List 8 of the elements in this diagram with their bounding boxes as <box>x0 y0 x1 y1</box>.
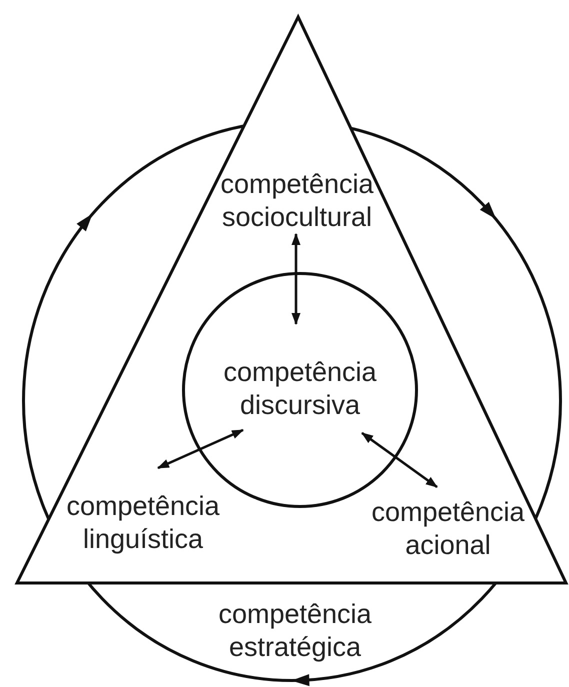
double-arrow <box>292 233 300 325</box>
concept-label: competência sociocultural <box>219 168 375 234</box>
concept-label: competência acional <box>370 496 526 562</box>
concept-label: competência discursiva <box>222 356 378 422</box>
concept-label: competência linguística <box>65 490 221 556</box>
concept-label: competência estratégica <box>217 598 373 664</box>
double-arrow <box>157 428 244 470</box>
double-arrow <box>361 432 438 488</box>
